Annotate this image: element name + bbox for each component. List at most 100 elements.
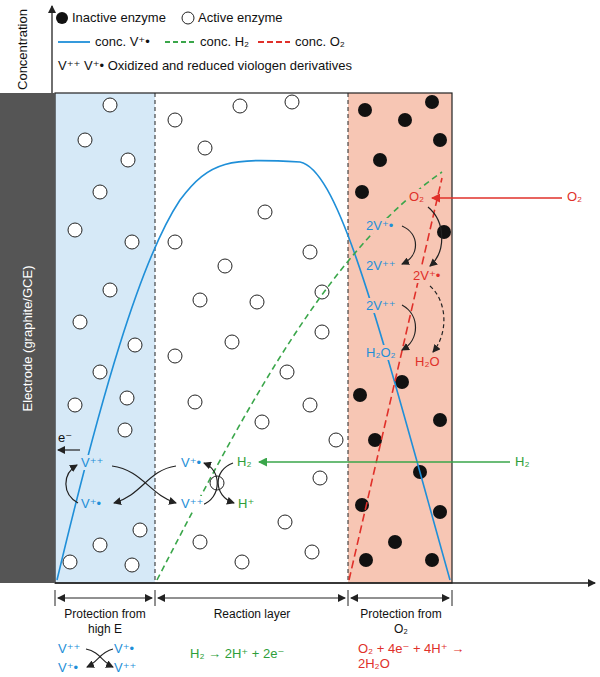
viologen-label: 2V⁺• [365,218,394,233]
x-axis [55,582,595,583]
legend-label: conc. O₂ [295,34,345,49]
active-enzyme [193,293,207,307]
span-tick [348,590,349,606]
viologen-label: V⁺⁺ [180,496,204,511]
active-enzyme [68,398,82,412]
inactive-enzyme [353,388,367,402]
film-outline [55,93,452,583]
hydrogen-label: H₂ [515,454,529,469]
viologen-label: V⁺• [180,455,202,470]
peroxide-reduction-arrow [430,286,444,352]
legend-label: conc. V⁺• [95,34,150,49]
span-tick [155,590,156,606]
legend-label: Inactive enzyme [72,10,166,25]
inactive-enzyme [433,133,447,147]
inactive-enzyme [433,505,447,519]
active-enzyme [280,365,294,379]
viologen-oxidation-arrow [402,305,416,350]
active-enzyme [233,99,247,113]
active-enzyme [73,315,87,329]
viologen-curve [57,161,450,580]
active-enzyme [250,295,264,309]
active-enzyme [168,349,182,363]
active-enzyme [93,538,107,552]
active-enzyme [188,395,202,409]
legend-swatch [58,41,90,43]
viologen-label: H₂O₂ [365,345,397,360]
shuttle-arrow [114,466,176,503]
active-enzyme [305,545,319,559]
viologen-label: 2V⁺⁺ [365,258,397,273]
legend-swatch [182,12,194,24]
active-enzyme [103,98,117,112]
h2-supply-arrow [259,461,510,463]
protection-band-o2 [348,93,452,583]
electron-label: e⁻ [58,430,72,445]
viologen-oxidation-arrow [402,226,416,264]
inactive-enzyme [358,103,372,117]
active-enzyme [120,391,134,405]
active-enzyme [125,235,139,249]
active-enzyme [118,423,132,437]
inactive-enzyme [355,185,369,199]
active-enzyme [168,113,182,127]
active-enzyme [258,205,272,219]
active-enzyme [303,398,317,412]
active-enzyme [235,555,249,569]
inactive-enzyme [425,553,439,567]
axis-title: Concentration [15,0,30,100]
electrode-block: Electrode (graphite/GCE) [0,93,55,583]
active-enzyme [278,515,292,529]
o2-curve [349,178,442,580]
span-arrow [58,598,152,599]
inactive-enzyme [359,553,373,567]
proton-label: H⁺ [237,496,255,511]
o2-reduction-arrow [428,207,442,266]
zone-label: Reaction layer [160,607,344,622]
active-enzyme [218,259,232,273]
equation-arrow [87,649,113,667]
active-enzyme [315,285,329,299]
inactive-enzyme [425,95,439,109]
inactive-enzyme [433,413,447,427]
span-tick [452,590,453,606]
inactive-enzyme [398,113,412,127]
active-enzyme [198,141,212,155]
active-enzyme [93,185,107,199]
y-axis [51,6,52,93]
span-arrow [158,598,345,599]
h2-curve [157,172,442,580]
band-divider [348,93,349,583]
electrode-cycle-arrow [66,465,78,503]
protection-band-high-e [55,93,155,583]
active-enzyme [329,433,343,447]
enzyme-dots [63,95,451,572]
equation-term: V⁺• [58,660,78,675]
viologen-label: 2V⁺⁺ [365,298,397,313]
inactive-enzyme [395,375,409,389]
o2-supply-arrow [432,197,562,199]
shuttle-arrow [112,466,176,503]
inactive-enzyme [373,153,387,167]
viologen-label: V⁺• [80,496,102,511]
zone-label: Protection from high E [57,607,153,637]
equation-arrow [86,649,113,667]
hydrogen-label: H₂ [236,454,252,469]
active-enzyme [193,535,207,549]
oxygen-label: O₂ [408,189,425,204]
active-enzyme [121,153,135,167]
active-enzyme [68,223,82,237]
oxygen-label: O₂ [567,189,582,204]
legend-label: Active enzyme [198,10,283,25]
inactive-enzyme [437,225,451,239]
inactive-enzyme [388,535,402,549]
legend-label: conc. H₂ [200,34,249,49]
legend-swatch [165,41,195,43]
peroxide-label: 2V⁺• [412,268,441,283]
equation: O₂ + 4e⁻ + 4H⁺ → 2H₂O [358,641,478,671]
active-enzyme [285,95,299,109]
band-divider [155,93,156,583]
legend-note: V⁺⁺ V⁺• Oxidized and reduced viologen de… [58,58,352,73]
legend-swatch [258,41,290,43]
